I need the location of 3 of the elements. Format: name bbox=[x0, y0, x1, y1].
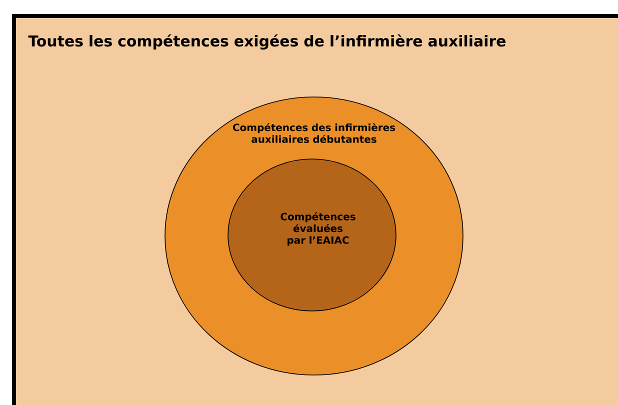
circle-label: Compétences des infirmières auxiliaires débutantes bbox=[232, 123, 396, 143]
circle-label: Compétences évaluées par l’EAIAC bbox=[280, 212, 356, 246]
panel-title: Toutes les compétences exigées de l’infirmière auxiliaire bbox=[28, 34, 506, 50]
